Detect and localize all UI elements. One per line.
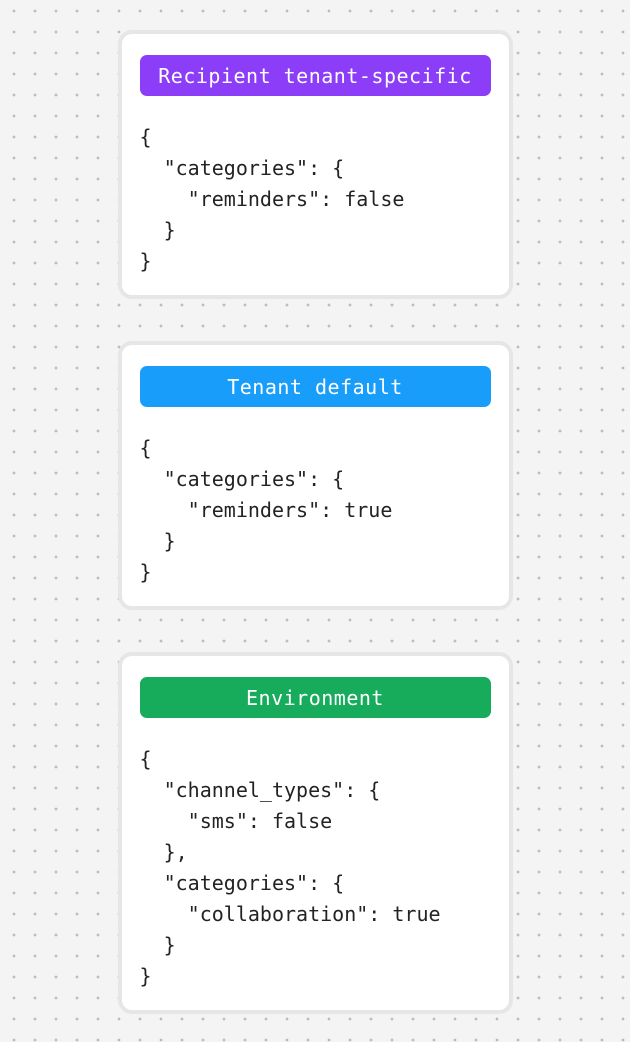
badge-recipient-tenant-specific-label: Recipient tenant-specific: [158, 63, 472, 88]
card-tenant-default: Tenant default { "categories": { "remind…: [117, 341, 513, 610]
json-snippet-environment: { "channel_types": { "sms": false }, "ca…: [139, 747, 441, 988]
json-snippet-recipient-tenant-specific: { "categories": { "reminders": false } }: [139, 125, 405, 273]
card-recipient-tenant-specific: Recipient tenant-specific { "categories"…: [117, 30, 513, 299]
badge-tenant-default-label: Tenant default: [227, 374, 403, 399]
card-environment: Environment { "channel_types": { "sms": …: [117, 652, 513, 1014]
badge-environment: Environment: [139, 677, 491, 718]
badge-tenant-default: Tenant default: [139, 366, 491, 407]
json-snippet-tenant-default: { "categories": { "reminders": true } }: [139, 436, 393, 584]
badge-environment-label: Environment: [246, 685, 384, 710]
badge-recipient-tenant-specific: Recipient tenant-specific: [139, 55, 491, 96]
